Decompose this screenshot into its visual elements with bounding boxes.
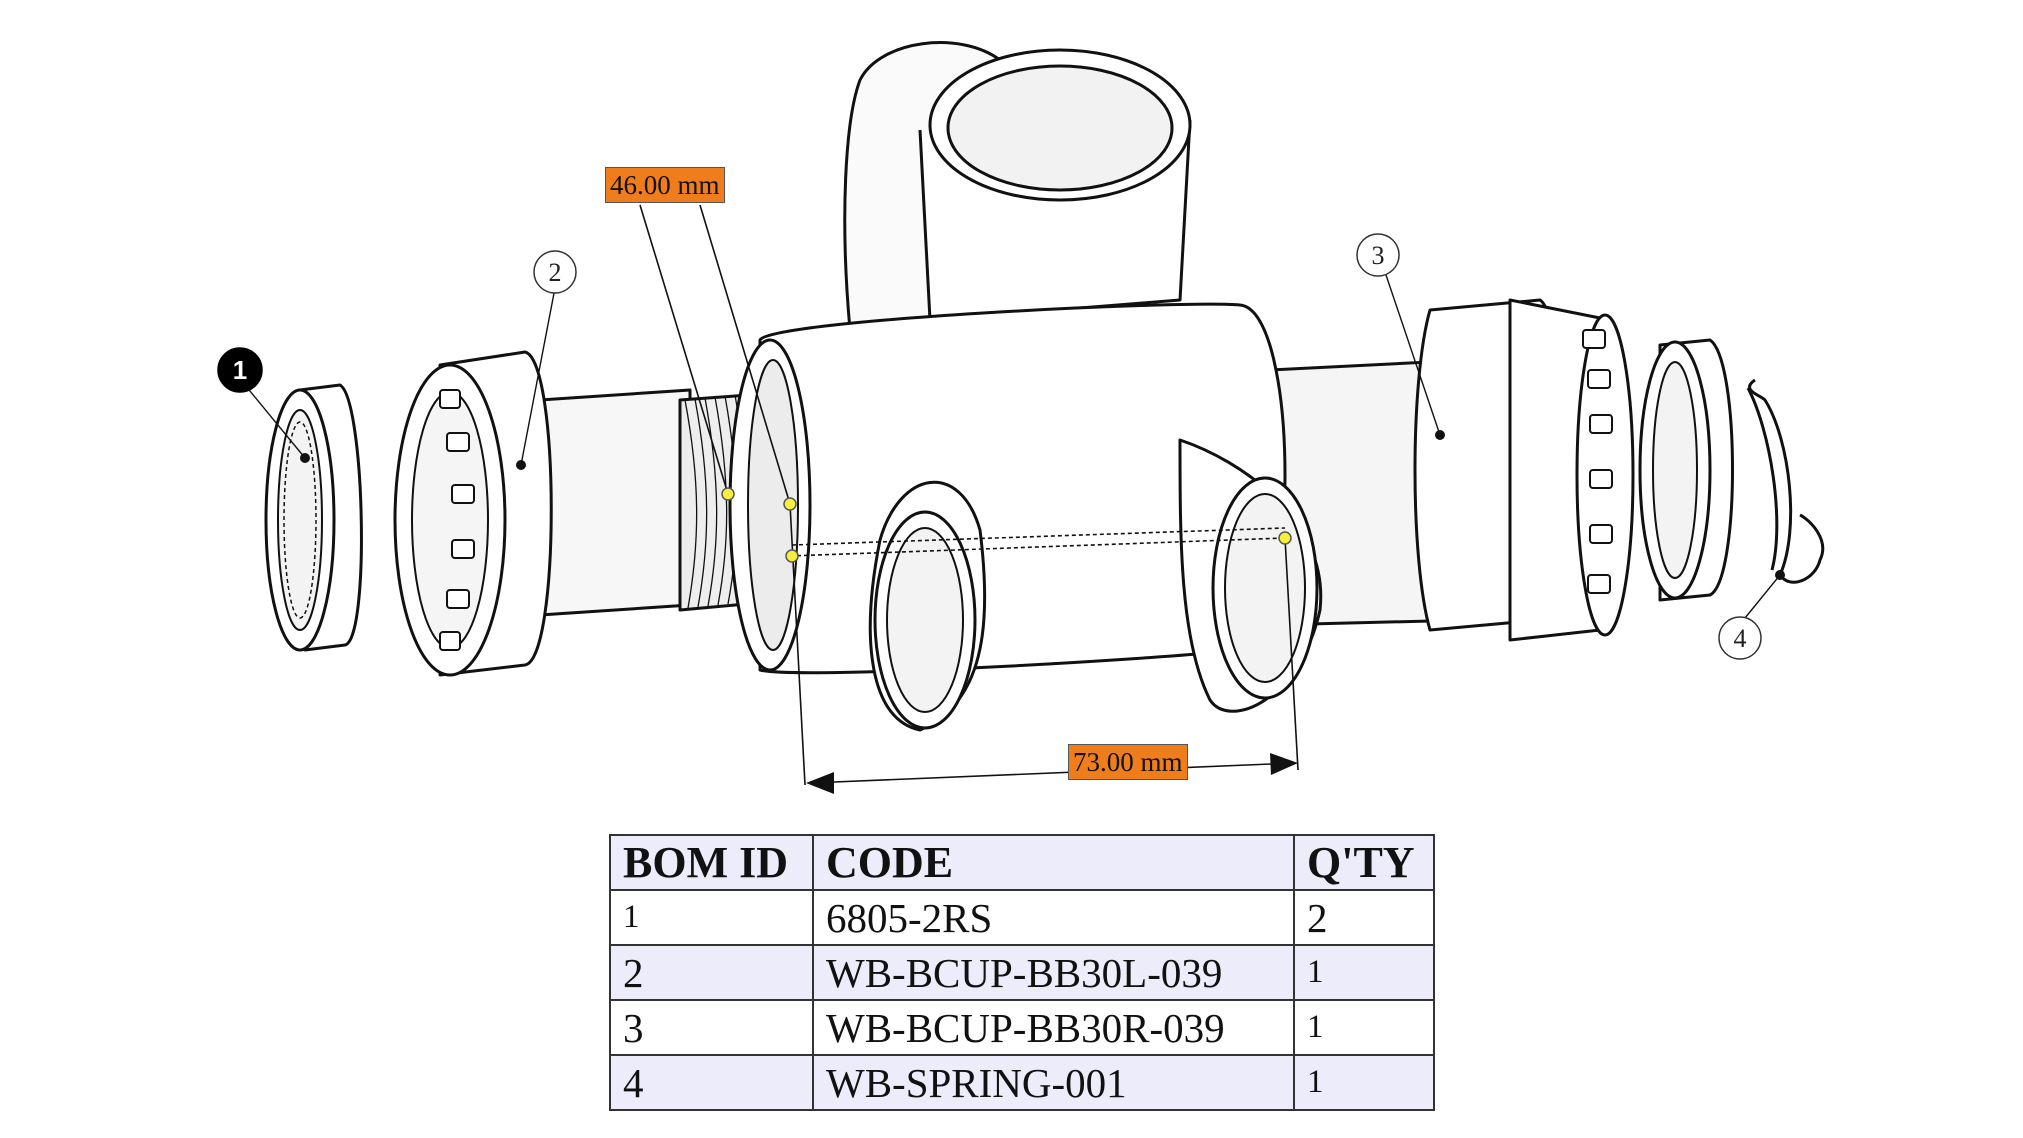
dimension-label-thread: 46.00 mm [605, 167, 725, 203]
callout-2[interactable]: 2 [533, 250, 577, 294]
bearing-cup-left [393, 350, 692, 677]
dimension-point [783, 497, 797, 511]
bom-qty: 1 [1293, 1054, 1435, 1111]
bom-code: WB-SPRING-001 [812, 1054, 1295, 1111]
svg-text:1: 1 [233, 355, 247, 385]
seat-tube [843, 41, 1192, 332]
table-row[interactable]: 3 WB-BCUP-BB30R-039 1 [609, 999, 1435, 1056]
dimension-label-shell: 73.00 mm [1068, 744, 1188, 780]
table-row[interactable]: 2 WB-BCUP-BB30L-039 1 [609, 944, 1435, 1001]
dimension-point [1278, 531, 1292, 545]
bom-qty: 2 [1293, 889, 1435, 946]
bearing-cup-right [1413, 298, 1635, 642]
bom-header-code: CODE [812, 834, 1295, 891]
svg-text:3: 3 [1372, 241, 1385, 270]
bom-qty: 1 [1293, 999, 1435, 1056]
bom-id: 2 [609, 944, 814, 1001]
svg-text:4: 4 [1734, 624, 1747, 653]
bom-header-id: BOM ID [609, 834, 814, 891]
spring-clip [1746, 378, 1824, 584]
bom-code: 6805-2RS [812, 889, 1295, 946]
bom-qty: 1 [1293, 944, 1435, 1001]
exploded-assembly-drawing: 1 2 3 4 [217, 41, 1824, 794]
bom-code: WB-BCUP-BB30L-039 [812, 944, 1295, 1001]
bom-id: 1 [609, 889, 814, 946]
callout-3[interactable]: 3 [1356, 233, 1400, 277]
callout-4[interactable]: 4 [1718, 616, 1762, 660]
dimension-point [721, 487, 735, 501]
bom-id: 4 [609, 1054, 814, 1111]
bom-id: 3 [609, 999, 814, 1056]
bom-header-row: BOM ID CODE Q'TY [609, 834, 1435, 891]
bottom-bracket-shell [728, 302, 1487, 732]
bearing-6805-2rs [264, 383, 363, 652]
svg-text:2: 2 [549, 258, 562, 287]
table-row[interactable]: 1 6805-2RS 2 [609, 889, 1435, 946]
dimension-point [785, 549, 799, 563]
bearing-right [1638, 338, 1734, 602]
bom-header-qty: Q'TY [1293, 834, 1435, 891]
callout-1[interactable]: 1 [217, 347, 263, 393]
bom-table: BOM ID CODE Q'TY 1 6805-2RS 2 2 WB-BCUP-… [609, 834, 1435, 1111]
table-row[interactable]: 4 WB-SPRING-001 1 [609, 1054, 1435, 1111]
bom-code: WB-BCUP-BB30R-039 [812, 999, 1295, 1056]
